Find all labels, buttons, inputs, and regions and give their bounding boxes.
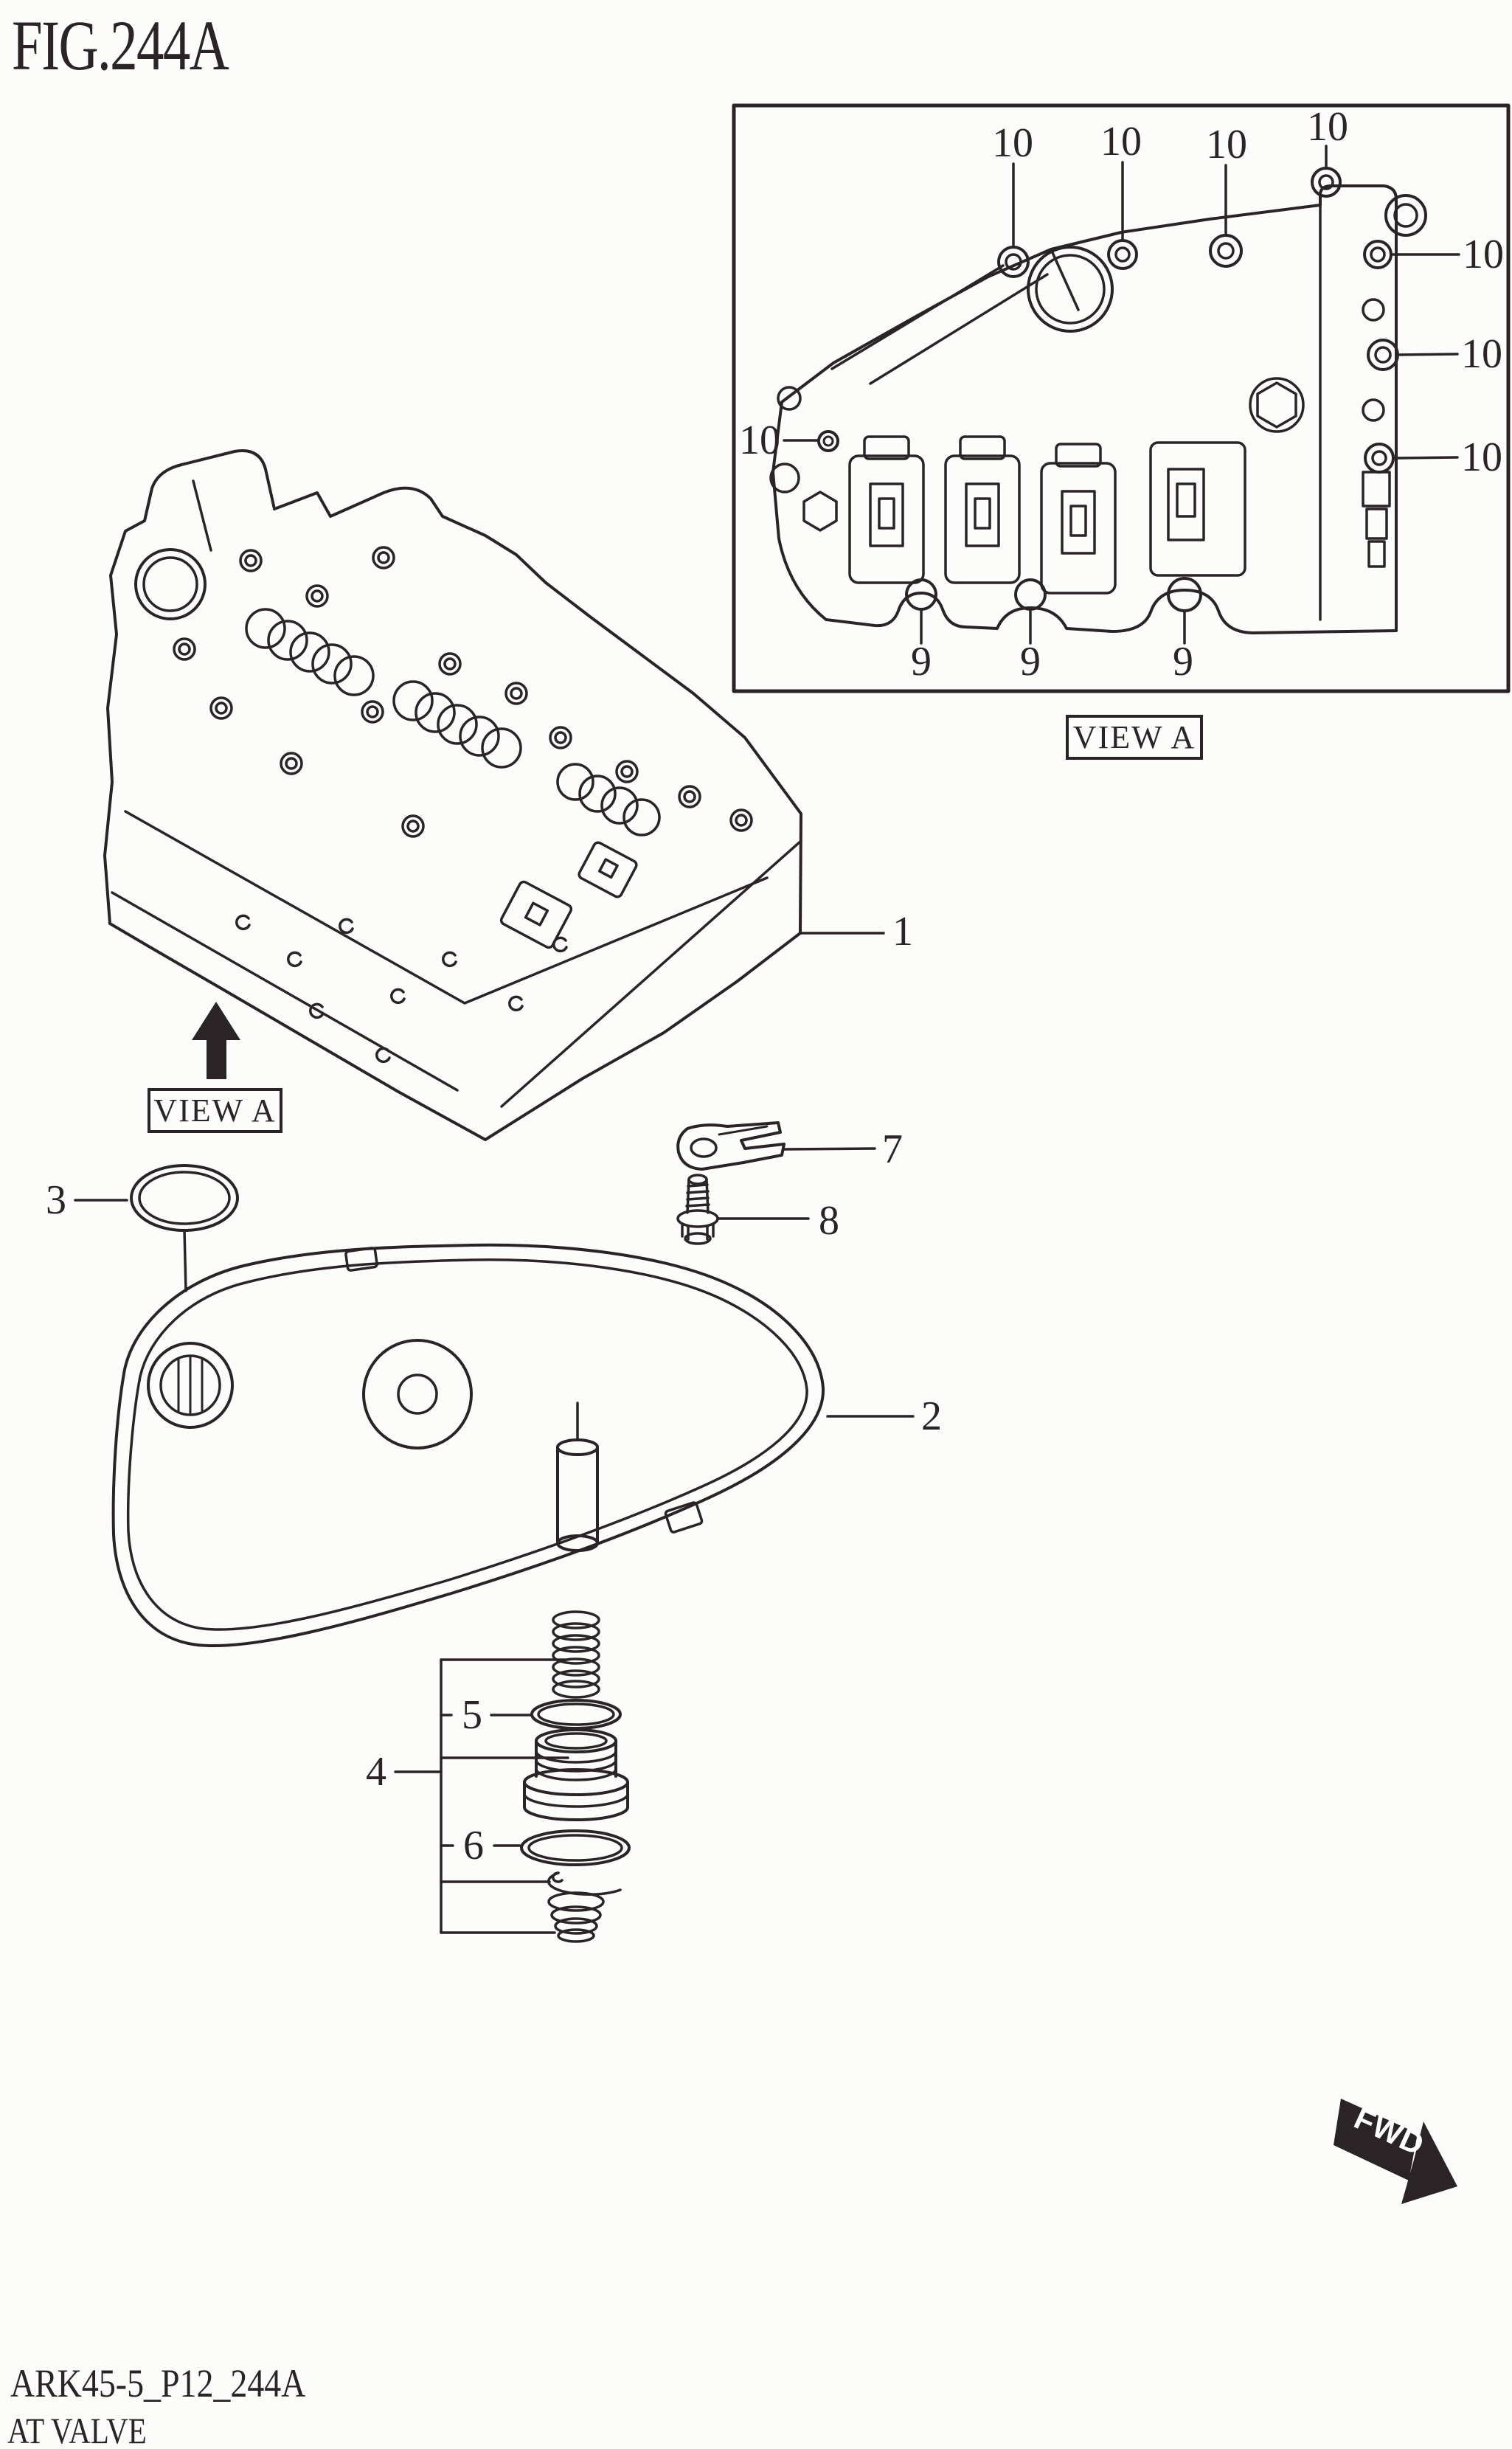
callout-10-right-1: 10 [1463, 232, 1504, 277]
callout-6: 6 [463, 1823, 484, 1868]
main-view-a-label: VIEW A [148, 1088, 282, 1133]
bolt-8-drawing [676, 1174, 719, 1245]
callout-4: 4 [366, 1749, 386, 1795]
callout-5: 5 [462, 1692, 482, 1738]
callout-9-3: 9 [1173, 639, 1193, 685]
valve-body-bolt-heads [173, 546, 753, 838]
callout-7: 7 [882, 1126, 903, 1172]
oring-3-drawing [130, 1164, 239, 1232]
callout-9-2: 9 [1020, 639, 1041, 685]
footer-caption: AT VALVE [7, 2410, 147, 2449]
figure-title: FIG.244A [12, 6, 229, 85]
callout-bracket-lines [394, 1658, 569, 1934]
inset-top-bolt-holes [997, 167, 1342, 278]
inset-valve-body-outline [771, 184, 1398, 634]
callout-10-top-1: 10 [992, 120, 1033, 166]
upper-spring-drawing [552, 1610, 600, 1699]
inset-view-a-label: VIEW A [1066, 715, 1203, 760]
oil-strainer-drawing [111, 1229, 825, 1647]
fwd-arrow: FWD [1334, 2099, 1457, 2204]
oring-5-drawing [530, 1699, 622, 1730]
callout-9-1: 9 [911, 639, 932, 685]
oring-6-drawing [520, 1829, 631, 1866]
inset-main-bore [1027, 246, 1114, 333]
inset-view-box [732, 103, 1511, 693]
callout-10-top-2: 10 [1100, 119, 1142, 164]
main-leader-lines [74, 932, 915, 1418]
lower-spring-drawing [547, 1891, 605, 1943]
callout-10-top-4: 10 [1307, 104, 1348, 150]
callout-10-top-3: 10 [1206, 122, 1247, 167]
inset-valve-detail [769, 377, 1391, 577]
footer-code: ARK45-5_P12_244A [10, 2361, 306, 2405]
inset-right-plate-holes [1362, 194, 1427, 422]
inset-solenoid-blocks [848, 435, 1117, 595]
valve-body-drawing [103, 449, 802, 1141]
valve-subassembly-drawing [394, 1610, 631, 1943]
valve-piece-drawing [523, 1728, 629, 1821]
valve-body-plate-holes [235, 914, 568, 1064]
callout-2: 2 [921, 1393, 942, 1439]
view-direction-arrow [192, 1002, 240, 1079]
snap-ring-drawing [547, 1871, 622, 1896]
bracket-7-drawing [676, 1121, 786, 1171]
callout-10-right-3: 10 [1461, 434, 1502, 480]
valve-body-ribbed-valves [245, 608, 661, 836]
callout-10-left: 10 [739, 418, 780, 463]
valve-body-connectors [499, 841, 638, 949]
callout-8: 8 [819, 1198, 839, 1244]
callout-10-right-2: 10 [1461, 331, 1502, 377]
callout-3: 3 [46, 1177, 66, 1223]
inset-leader-lines [783, 145, 1460, 645]
callout-1: 1 [892, 909, 913, 955]
